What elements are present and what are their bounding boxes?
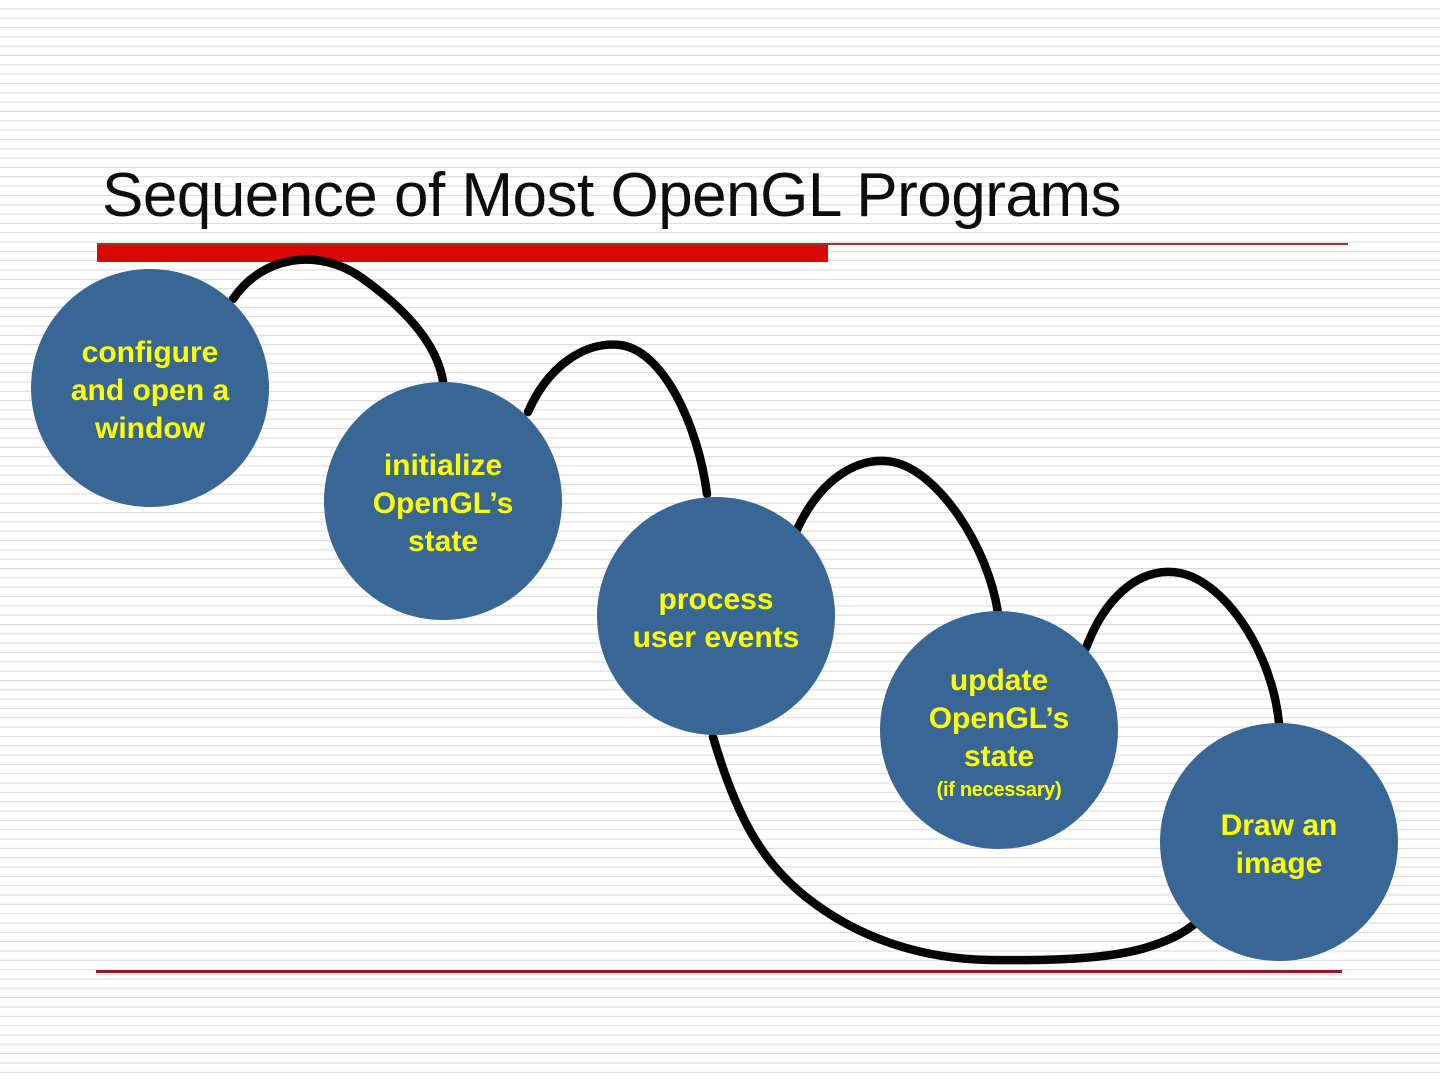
- footer-line: [96, 970, 1342, 973]
- node-label-line: state: [407, 525, 479, 558]
- node-label-line: OpenGL’s: [928, 702, 1070, 735]
- node-initialize-state: initialize OpenGL’s state: [324, 382, 562, 620]
- node-update-state: update OpenGL’s state (if necessary): [880, 611, 1118, 849]
- node-label-line: user events: [632, 621, 800, 654]
- node-process-events: process user events: [597, 497, 835, 735]
- connector-loop-back: [708, 732, 1202, 965]
- connector-arc-1: [228, 255, 448, 386]
- node-note-line: (if necessary): [936, 779, 1062, 801]
- node-configure-window: configure and open a window: [31, 269, 269, 507]
- page-title: Sequence of Most OpenGL Programs: [102, 161, 1122, 230]
- title-underline-thin-line: [97, 243, 1348, 245]
- node-draw-image: Draw an image: [1160, 723, 1398, 961]
- node-label-line: image: [1235, 847, 1323, 880]
- connector-arc-2: [523, 340, 712, 499]
- connector-arc-3: [791, 456, 1003, 618]
- node-label-line: OpenGL’s: [372, 487, 514, 520]
- node-label-line: Draw an: [1220, 809, 1338, 842]
- node-label-line: and open a: [70, 374, 230, 407]
- node-label-line: initialize: [383, 449, 503, 482]
- title-underline-bar: [97, 245, 828, 262]
- footer-line-shadow: [96, 973, 1342, 975]
- connector-arc-4: [1081, 567, 1284, 728]
- node-label-line: state: [963, 740, 1035, 773]
- node-label-line: configure: [81, 336, 219, 369]
- node-label-line: process: [658, 583, 774, 616]
- node-label-line: window: [95, 412, 205, 445]
- node-label-line: update: [949, 664, 1049, 697]
